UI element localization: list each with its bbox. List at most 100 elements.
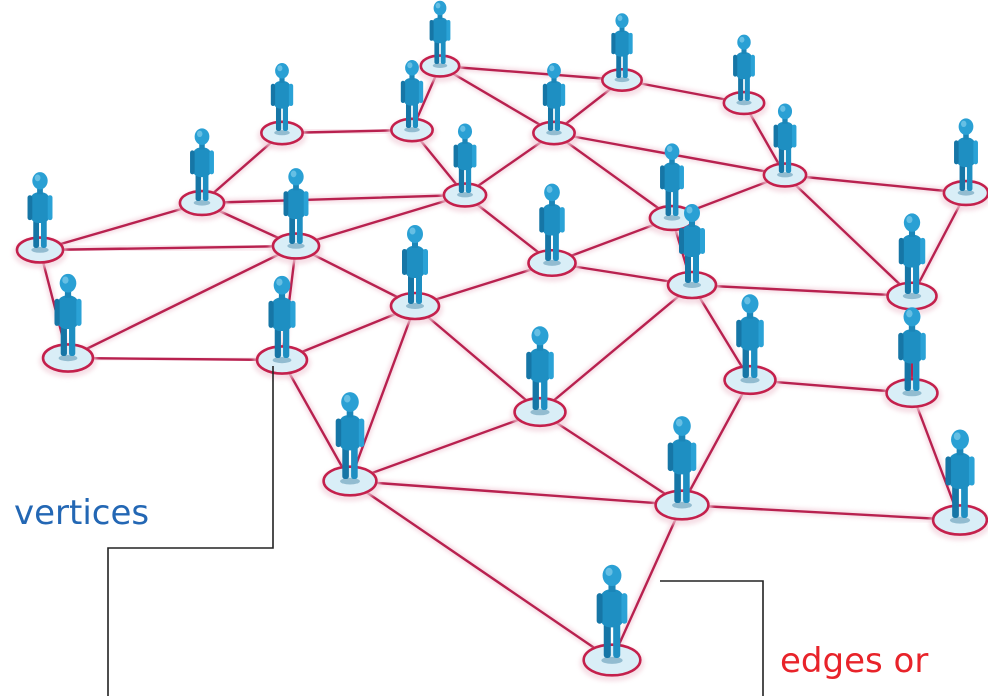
edge	[294, 193, 467, 248]
person-icon	[611, 13, 633, 83]
edge	[610, 503, 684, 662]
vertex-disc	[260, 120, 304, 146]
person-icon	[679, 204, 705, 288]
vertex-node	[387, 60, 437, 148]
edge	[348, 479, 684, 507]
edge	[910, 391, 962, 522]
vertex-disc	[513, 396, 567, 428]
edge	[438, 64, 624, 82]
person-icon	[190, 128, 214, 206]
vertex-node	[529, 63, 579, 151]
edge	[280, 358, 352, 483]
edge	[783, 173, 914, 298]
vertex-disc	[722, 90, 766, 116]
vertex-node	[416, 0, 464, 83]
vertex-disc	[601, 68, 643, 92]
vertex-node	[720, 294, 780, 400]
edges-pointer-line	[660, 580, 764, 696]
vertex-node	[651, 416, 713, 526]
vertex-node	[719, 34, 769, 120]
vertex-disc	[255, 345, 309, 375]
edge	[66, 244, 298, 360]
vertex-disc	[654, 489, 710, 521]
edge	[66, 356, 284, 362]
vertex-node	[524, 183, 580, 282]
vertex-disc	[931, 504, 988, 536]
vertex-node	[664, 204, 720, 304]
edges-label: edges or	[780, 641, 929, 681]
edge	[538, 283, 694, 414]
vertex-node	[883, 213, 941, 316]
edges-layer	[38, 64, 968, 662]
edge	[690, 283, 914, 298]
person-icon	[526, 326, 554, 416]
vertex-node	[579, 564, 645, 682]
vertex-node	[39, 273, 97, 378]
person-icon	[736, 294, 764, 384]
vertex-disc	[178, 189, 226, 217]
edge	[552, 131, 674, 220]
vertex-disc	[390, 117, 434, 143]
person-icon	[270, 63, 294, 136]
vertex-disc	[762, 162, 808, 188]
vertex-node	[882, 307, 942, 413]
vertex-disc	[885, 377, 939, 409]
person-icon	[268, 275, 296, 364]
vertex-node	[253, 275, 311, 380]
edge-glow-layer	[37, 63, 969, 663]
vertices-label: vertices	[14, 493, 150, 533]
person-icon	[898, 307, 926, 397]
person-icon	[945, 429, 975, 524]
vertex-node	[929, 429, 988, 541]
pointer-lines	[107, 366, 764, 696]
person-icon	[660, 143, 684, 221]
vertex-disc	[15, 236, 65, 264]
edge	[348, 479, 614, 662]
person-icon	[773, 103, 797, 178]
vertex-disc	[389, 291, 441, 321]
nodes-layer	[12, 0, 988, 682]
vertex-node	[939, 118, 988, 211]
person-icon	[402, 225, 428, 309]
vertices-pointer-line	[107, 366, 274, 696]
person-icon	[54, 273, 82, 362]
vertex-node	[759, 103, 811, 193]
edge	[910, 191, 968, 298]
vertex-node	[257, 63, 307, 151]
vertex-node	[12, 172, 68, 269]
edge	[438, 64, 556, 135]
vertex-node	[268, 168, 324, 265]
vertex-disc	[723, 364, 777, 396]
edge	[38, 201, 204, 252]
edge	[680, 503, 962, 522]
person-icon	[898, 213, 926, 300]
edge	[38, 244, 298, 252]
edge	[783, 173, 968, 195]
vertex-disc	[271, 232, 321, 260]
vertex-node	[439, 123, 491, 213]
vertex-node	[510, 326, 570, 432]
person-icon	[283, 168, 309, 249]
person-icon	[667, 416, 697, 509]
person-icon	[27, 172, 53, 253]
edge	[413, 304, 542, 414]
vertex-node	[319, 392, 381, 502]
vertex-disc	[322, 465, 378, 497]
vertex-disc	[419, 54, 461, 78]
edge	[200, 193, 467, 205]
person-icon	[453, 123, 477, 198]
person-icon	[954, 118, 978, 196]
person-icon	[539, 183, 565, 266]
vertex-disc	[532, 120, 576, 146]
person-icon	[733, 34, 755, 106]
person-icon	[335, 392, 365, 485]
vertex-disc	[41, 343, 95, 373]
person-icon	[596, 564, 628, 664]
vertex-disc	[666, 270, 718, 300]
edge	[348, 304, 417, 483]
vertex-disc	[942, 179, 988, 207]
person-icon	[542, 63, 566, 136]
person-icon	[429, 0, 451, 68]
vertex-disc	[527, 248, 577, 278]
vertex-disc	[582, 643, 642, 677]
